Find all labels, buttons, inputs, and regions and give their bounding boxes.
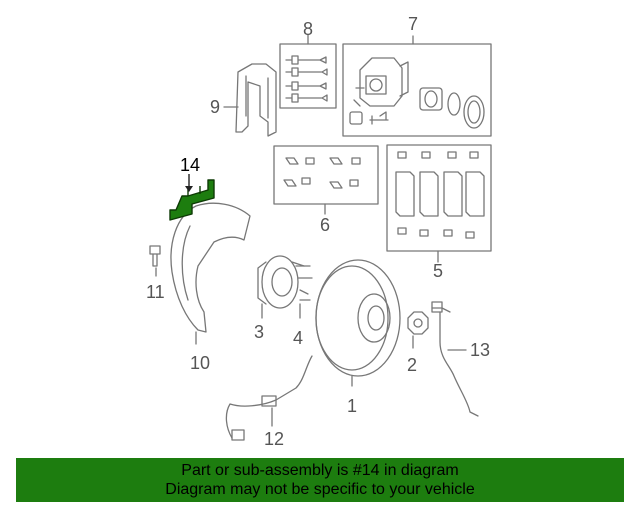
bolt-part <box>149 245 161 277</box>
banner-line-disclaimer: Diagram may not be specific to your vehi… <box>165 481 475 498</box>
callout-6: 6 <box>320 215 331 235</box>
callout-14: 14 <box>180 155 201 175</box>
banner-line-part: Part or sub-assembly is #14 in diagram <box>181 462 459 479</box>
callout-4: 4 <box>293 328 304 348</box>
callout-9: 9 <box>210 97 221 117</box>
callout-8: 8 <box>303 19 314 39</box>
splash-shield-part <box>170 202 251 345</box>
callout-3: 3 <box>254 322 265 342</box>
caliper-box <box>342 35 492 137</box>
wheel-speed-sensor-part <box>431 301 479 417</box>
brake-pads-box <box>386 144 492 263</box>
callout-14-arrowhead <box>185 186 193 192</box>
callout-12: 12 <box>264 429 285 449</box>
info-banner: Part or sub-assembly is #14 in diagram D… <box>16 458 624 502</box>
hub-bearing-part <box>257 255 313 319</box>
callout-2: 2 <box>407 355 418 375</box>
hardware-kit-box <box>273 145 379 215</box>
callout-13: 13 <box>470 340 491 360</box>
caliper-bracket-part <box>223 63 277 137</box>
hub-nut-part <box>407 311 429 349</box>
brake-parts-diagram <box>149 34 492 441</box>
brake-rotor-part <box>315 259 401 387</box>
callout-11: 11 <box>146 282 165 302</box>
guide-pin-kit-box <box>279 34 337 109</box>
callout-10: 10 <box>190 353 211 373</box>
callout-7: 7 <box>408 14 419 34</box>
brake-hose-part <box>225 355 313 441</box>
callout-5: 5 <box>433 261 444 281</box>
callout-1: 1 <box>347 396 358 416</box>
